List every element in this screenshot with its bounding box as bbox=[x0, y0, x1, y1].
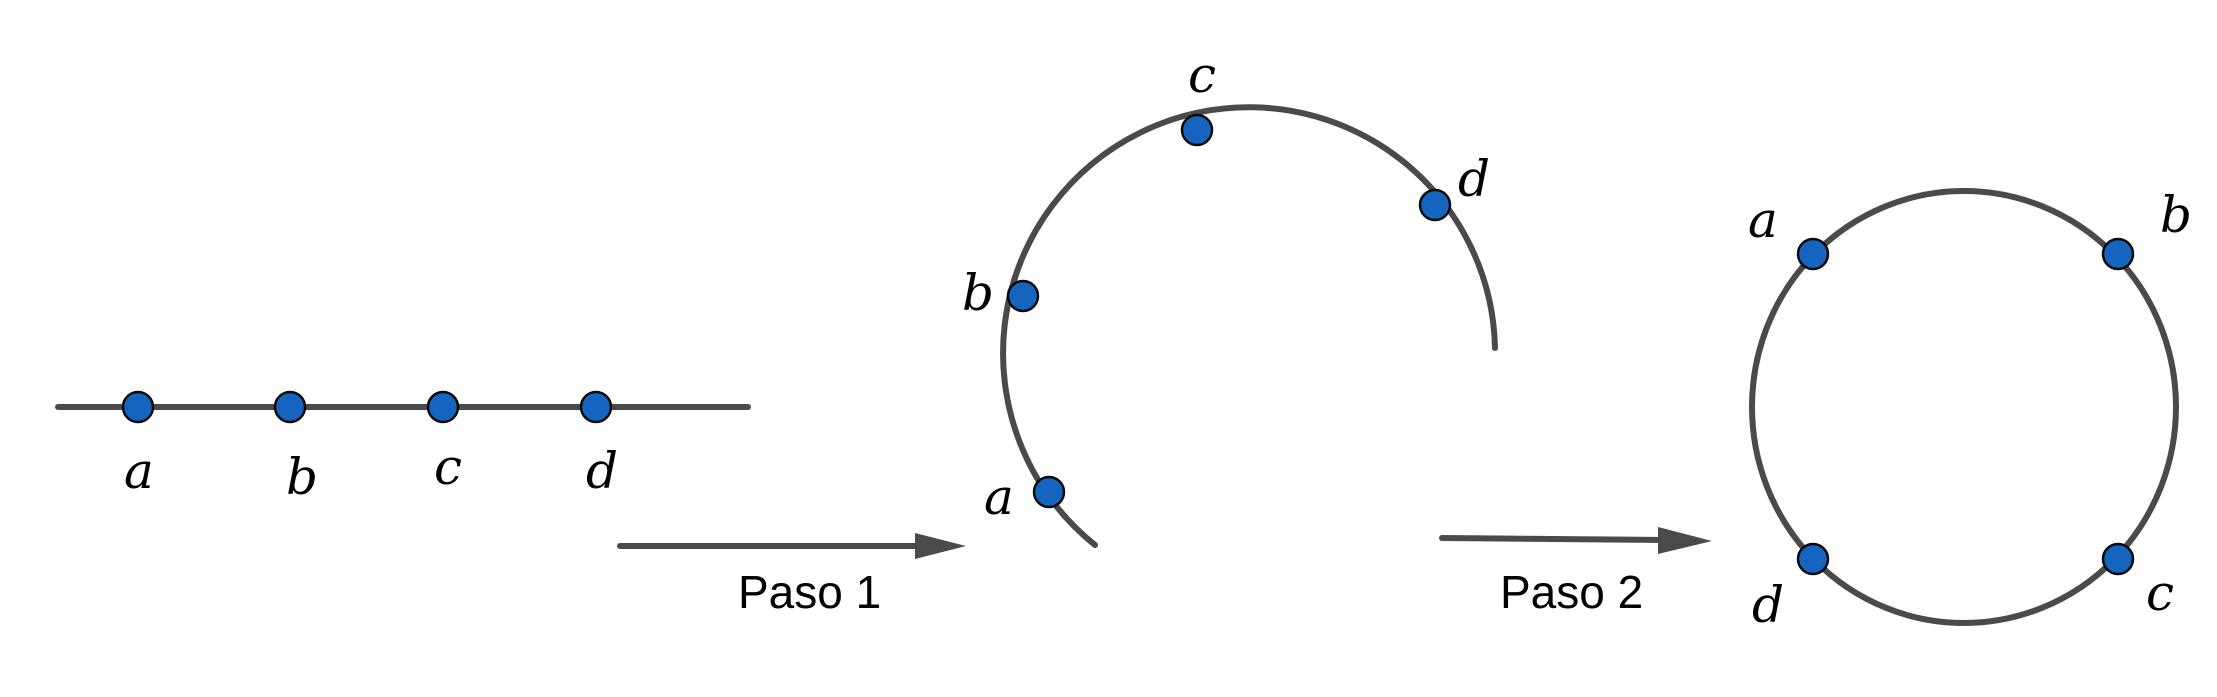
circle-label-c: c bbox=[2146, 564, 2174, 622]
step1-arrowhead-icon bbox=[915, 533, 966, 559]
circle-point-c bbox=[2101, 542, 2135, 576]
circle-point-b bbox=[2101, 237, 2135, 271]
circle-label-b: b bbox=[2160, 186, 2192, 244]
arc-label-b: b bbox=[962, 264, 994, 322]
circle-label-a: a bbox=[1748, 191, 1778, 249]
closed-circle bbox=[1749, 188, 2179, 626]
line-point-a bbox=[121, 390, 155, 424]
arc-stage: a b c d bbox=[962, 46, 1498, 548]
step2-arrowhead-icon bbox=[1658, 527, 1712, 554]
arc-point-b bbox=[1006, 279, 1040, 313]
line-label-b: b bbox=[286, 448, 318, 506]
circle-stage: a b c d bbox=[1748, 186, 2192, 634]
line-point-d bbox=[579, 390, 613, 424]
arc-point-d bbox=[1418, 188, 1452, 222]
circle-point-a bbox=[1796, 237, 1830, 271]
circle-label-d: d bbox=[1752, 576, 1784, 634]
step2-label: Paso 2 bbox=[1500, 566, 1643, 618]
line-point-c bbox=[426, 390, 460, 424]
circle-point-d bbox=[1796, 542, 1830, 576]
line-label-c: c bbox=[434, 438, 462, 496]
line-label-a: a bbox=[124, 442, 154, 500]
line-point-b bbox=[273, 390, 307, 424]
line-stage: a b c d bbox=[55, 390, 751, 506]
open-arc bbox=[1000, 104, 1498, 548]
arc-label-d: d bbox=[1458, 150, 1490, 208]
step1-label: Paso 1 bbox=[738, 566, 881, 618]
arc-label-a: a bbox=[984, 468, 1014, 526]
step1-arrow: Paso 1 bbox=[617, 533, 966, 618]
arc-label-c: c bbox=[1188, 46, 1216, 104]
arc-point-a bbox=[1032, 475, 1066, 509]
step2-arrow-shaft bbox=[1439, 535, 1668, 543]
step2-arrow: Paso 2 bbox=[1439, 527, 1712, 618]
line-label-d: d bbox=[586, 442, 618, 500]
arc-point-c bbox=[1180, 113, 1214, 147]
